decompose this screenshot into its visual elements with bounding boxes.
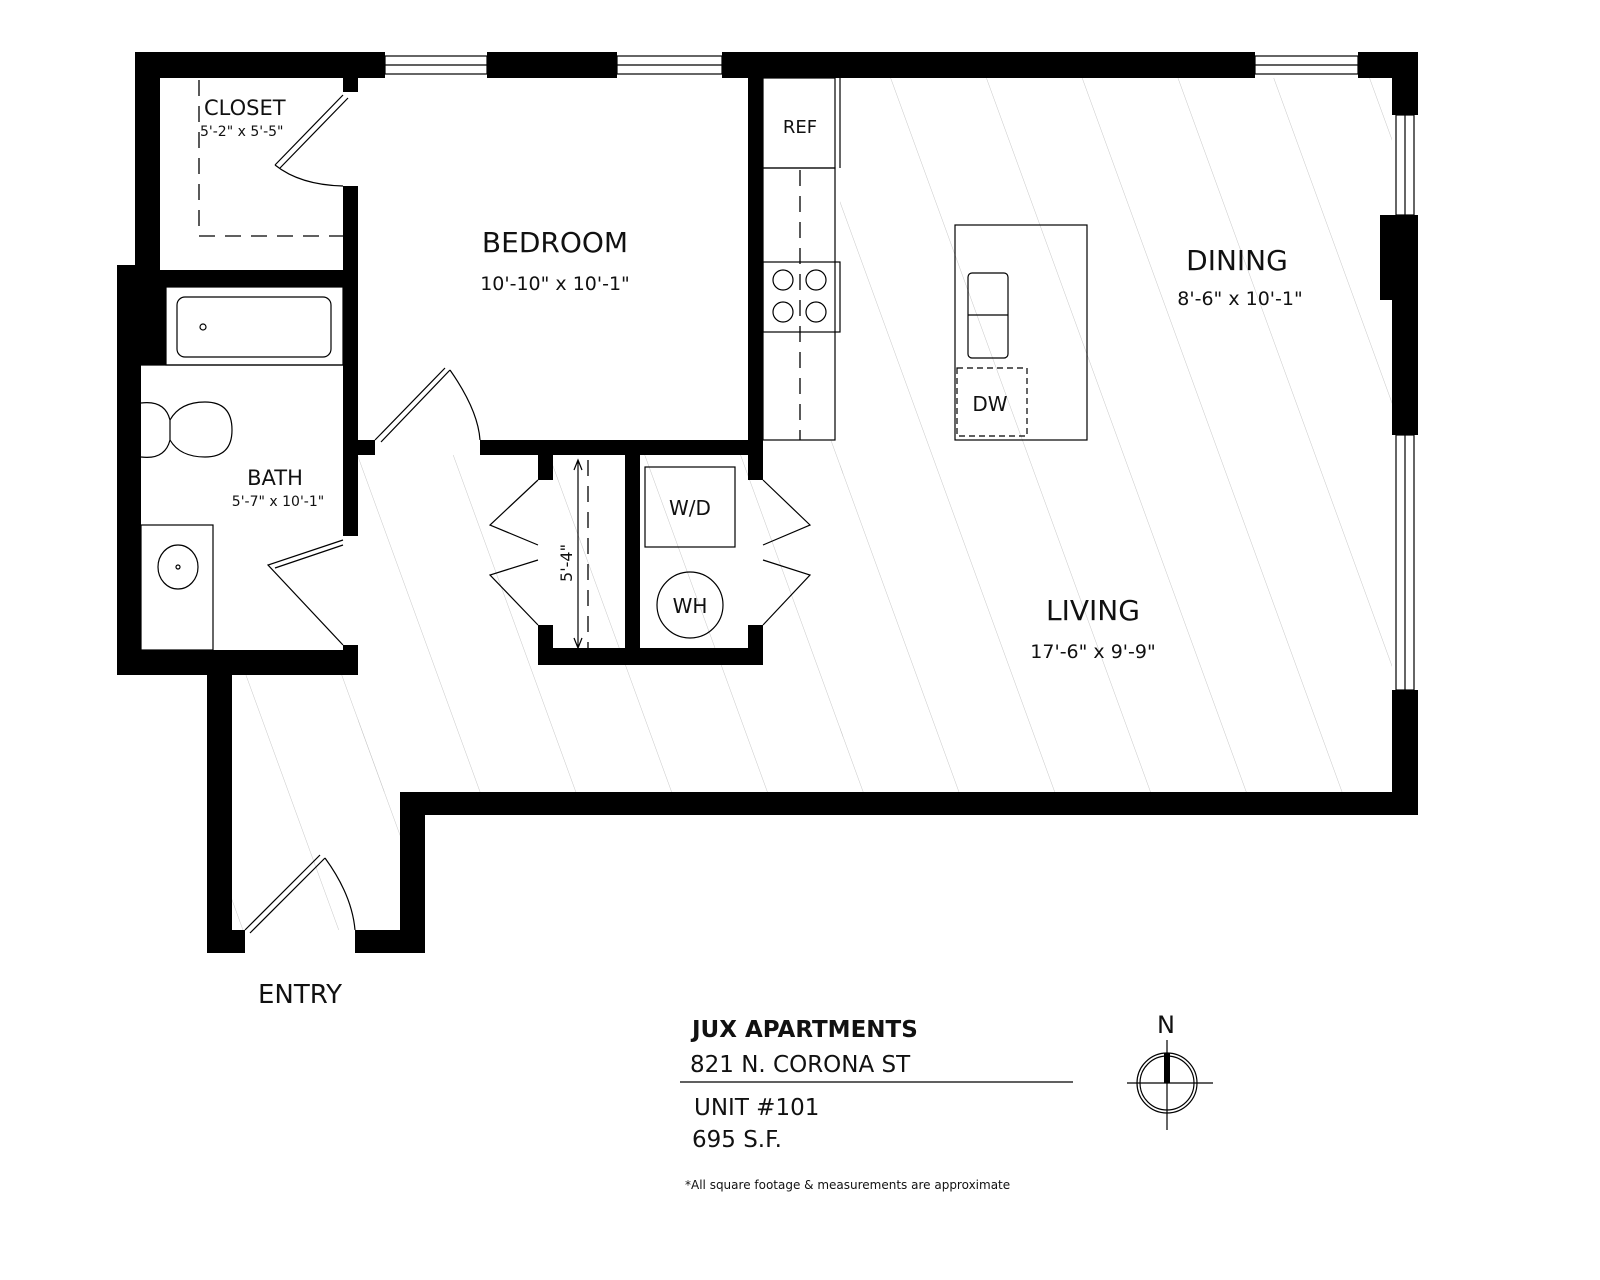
bath-dims: 5'-7" x 10'-1"	[232, 494, 324, 510]
wd-label: W/D	[669, 496, 711, 520]
sink-icon	[157, 544, 199, 590]
windows	[384, 55, 1415, 691]
washer-dryer	[644, 466, 736, 548]
bathtub-icon	[176, 296, 332, 358]
living-dims: 17'-6" x 9'-9"	[1030, 641, 1155, 663]
title-area: 695 S.F.	[692, 1127, 782, 1153]
title-name: JUX APARTMENTS	[690, 1017, 918, 1043]
title-unit: UNIT #101	[694, 1095, 819, 1121]
compass-label: N	[1157, 1011, 1175, 1039]
closet-dims: 5'-2" x 5'-5"	[200, 124, 284, 140]
bath-label: BATH	[247, 466, 303, 490]
range	[762, 261, 841, 333]
bedroom-dims: 10'-10" x 10'-1"	[480, 273, 630, 295]
north-arrow-icon: N	[1127, 1011, 1213, 1130]
counter	[762, 167, 836, 441]
dw-label: DW	[972, 392, 1007, 416]
title-address: 821 N. CORONA ST	[690, 1052, 911, 1078]
floor-hatch	[232, 78, 1392, 930]
ref-label: REF	[783, 117, 817, 138]
bedroom-label: BEDROOM	[482, 226, 628, 259]
disclaimer: *All square footage & measurements are a…	[685, 1178, 1010, 1192]
dining-dims: 8'-6" x 10'-1"	[1177, 288, 1302, 310]
doors	[244, 94, 812, 934]
wh-label: WH	[673, 594, 708, 618]
entry-label: ENTRY	[258, 980, 342, 1010]
dishwasher	[956, 367, 1028, 437]
hall-closet-dim: 5'-4"	[557, 544, 576, 582]
living-label: LIVING	[1046, 594, 1140, 627]
kitchen	[762, 77, 1088, 441]
bath-fixtures	[140, 286, 736, 651]
shelf-lines	[198, 80, 801, 650]
walls	[117, 52, 1418, 953]
island	[954, 224, 1088, 441]
dining-label: DINING	[1186, 244, 1288, 277]
closet-label: CLOSET	[204, 96, 286, 120]
toilet-icon	[169, 401, 233, 458]
water-heater	[656, 571, 724, 639]
